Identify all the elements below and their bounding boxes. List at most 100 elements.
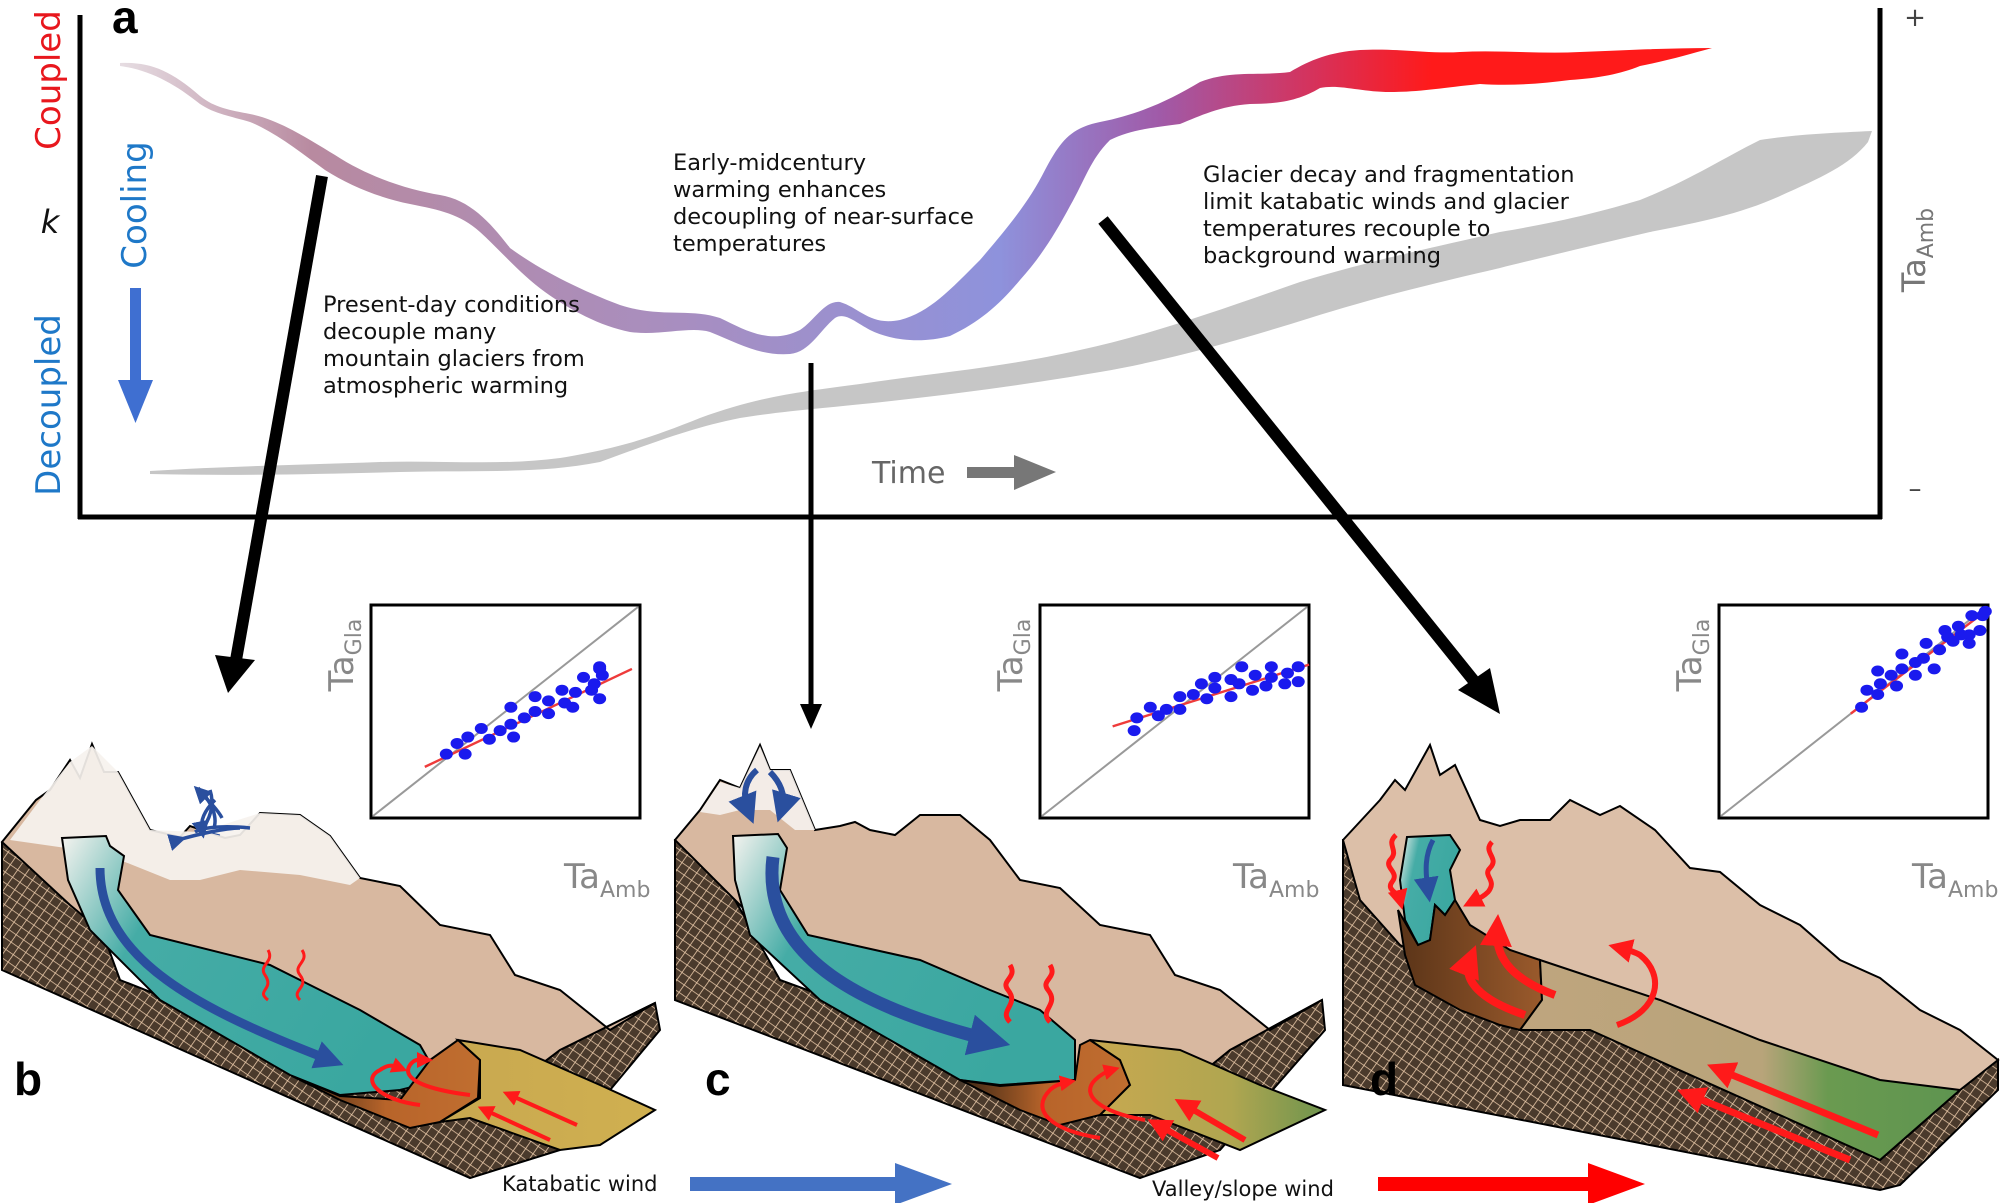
inset-y-label: TaGla [322, 619, 367, 693]
scatter-point [1235, 661, 1249, 673]
annotation-present-day: Present-day conditions decouple many mou… [323, 292, 592, 399]
pointer-arrow-to-b [230, 174, 328, 662]
valley-wind-arrow-d1 [1449, 945, 1527, 1019]
scatter-point [528, 706, 542, 717]
panel-c-label: c [705, 1053, 731, 1105]
scatter-point [461, 731, 475, 743]
radiation-wave-d1 [1386, 833, 1408, 910]
legend-valley-label: Valley/slope wind [1152, 1177, 1334, 1201]
radiation-wave-b2 [295, 949, 306, 1002]
scatter-point [1951, 620, 1965, 632]
scatter-point [1278, 678, 1292, 690]
scatter-point [1973, 625, 1987, 637]
katabatic-small-arrow-d [1413, 838, 1439, 903]
coupled-label: Coupled [29, 10, 69, 150]
valley-wind-arrow-b1 [370, 1057, 421, 1107]
scatter-point [1855, 701, 1869, 713]
pointer-arrowhead-c [800, 704, 822, 729]
scatter-point [1871, 665, 1885, 677]
pointer-arrow-to-d [1098, 216, 1483, 690]
inset-y-label: TaGla [1670, 619, 1715, 693]
valley-slope-wind-arrow-icon [1378, 1163, 1645, 1203]
scatter-point [1933, 644, 1947, 656]
scatter-point [1978, 605, 1992, 617]
radiation-wave-d2 [1463, 840, 1496, 907]
right-axis-plus: + [1904, 3, 1926, 33]
panel-b-label: b [14, 1053, 42, 1105]
scatter-point [1173, 703, 1187, 715]
scatter-point [1927, 663, 1941, 675]
radiation-wave-b1 [261, 949, 272, 1002]
time-arrow-icon [967, 455, 1056, 490]
glacier-ice-b [60, 834, 442, 1097]
scatter-point [517, 712, 531, 724]
valley-wind-arrow-c4 [1147, 1119, 1220, 1161]
scatter-point [439, 748, 453, 760]
scatter-point [458, 748, 472, 760]
scatter-point [1264, 671, 1278, 683]
scatter-point [1962, 637, 1976, 649]
scatter-point [493, 725, 507, 737]
scatter-point [1127, 725, 1141, 737]
one-to-one-line [372, 606, 639, 817]
valley-floor-b [439, 1038, 658, 1152]
scatter-point [1890, 680, 1904, 692]
scatter-point [1208, 671, 1222, 683]
radiation-wave-c1 [1003, 963, 1015, 1024]
scatter-point [1232, 678, 1246, 690]
scatter-point [1186, 688, 1200, 700]
valley-wind-arrow-d3 [1707, 1062, 1880, 1139]
scatter-point [1908, 669, 1922, 681]
time-label: Time [871, 456, 945, 491]
decoupled-label: Decoupled [29, 314, 69, 496]
scatter-point [1143, 701, 1157, 713]
scatter-point [542, 708, 556, 720]
scatter-point [568, 686, 582, 698]
scatter-point [593, 663, 607, 675]
scatter-point [1159, 703, 1173, 715]
katabatic-arrow-c [765, 856, 1011, 1056]
panel-d-label: d [1370, 1053, 1398, 1105]
inset-x-label: TaAmb [563, 857, 650, 903]
scatter-point [577, 671, 591, 683]
scatter-point [1860, 684, 1874, 696]
scatter-point [555, 684, 569, 696]
slope-wind-curl-d [1608, 939, 1658, 1028]
scatter-point [587, 678, 601, 690]
right-axis-minus: – [1909, 474, 1922, 504]
valley-floor-c [1089, 1039, 1328, 1152]
scatter-point [1130, 712, 1144, 724]
valley-floor-d [1518, 958, 1963, 1162]
scatter-point [542, 695, 556, 707]
scatter-point [1965, 610, 1979, 622]
katabatic-small-arrow-c2 [767, 769, 801, 823]
scatter-point [1962, 629, 1976, 641]
katabatic-small-arrow-b4 [193, 785, 224, 819]
scatter-point [504, 701, 518, 713]
scatter-point [474, 723, 488, 735]
inset-y-label: TaGla [991, 619, 1036, 693]
valley-wind-arrow-b3 [502, 1090, 578, 1127]
inset-x-label: TaAmb [1911, 857, 1998, 903]
valley-wind-arrow-d4 [1677, 1087, 1852, 1164]
katabatic-arrow-b [95, 867, 344, 1069]
scatter-point [507, 731, 521, 743]
valley-wind-arrow-c2 [1088, 1064, 1146, 1122]
scatter-point [1291, 676, 1305, 688]
scatter-point [1919, 637, 1933, 649]
scatter-point [1200, 693, 1214, 705]
katabatic-small-arrow-c1 [728, 767, 760, 824]
scatter-point [1208, 682, 1222, 694]
scatter-point [1871, 688, 1885, 700]
scatter-point [1194, 678, 1208, 690]
inset-x-label: TaAmb [1232, 857, 1319, 903]
scatter-point [1248, 669, 1262, 681]
pointer-arrows [215, 174, 1500, 729]
scatter-point [1280, 667, 1294, 679]
cooling-label: Cooling [115, 141, 155, 268]
scatter-point [1895, 648, 1909, 660]
